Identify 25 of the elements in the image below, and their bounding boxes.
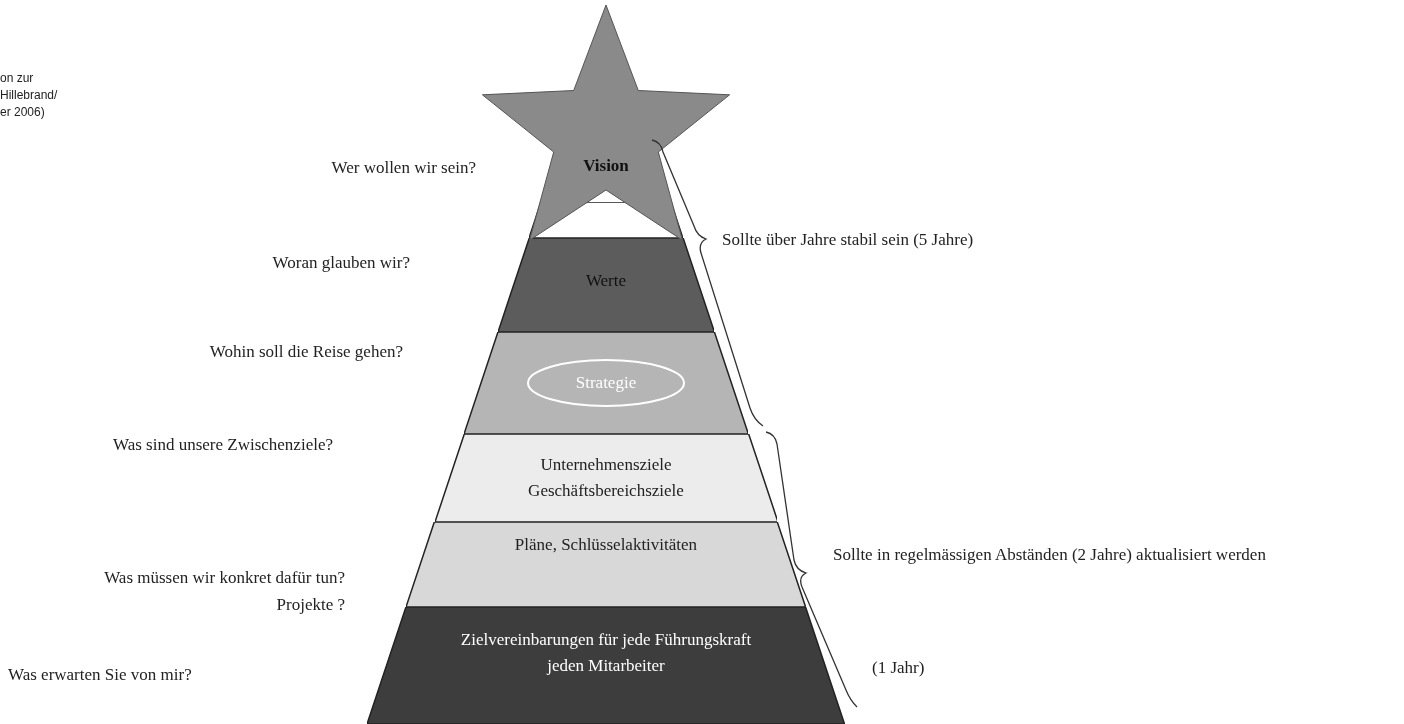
star-label: Vision: [583, 156, 629, 175]
note-text: Sollte über Jahre stabil sein (5 Jahre): [722, 229, 975, 251]
oval-outline: [526, 358, 686, 408]
question-text: Was müssen wir konkret dafür tun?: [103, 567, 345, 589]
pyramid-layer: [463, 332, 749, 434]
pyramid-layer: [406, 522, 806, 607]
layer-label: jeden Mitarbeiter: [547, 656, 665, 675]
pyramid-layer: [434, 434, 778, 522]
oval-label: Strategie: [575, 373, 637, 392]
question-text: Wohin soll die Reise gehen?: [208, 341, 403, 363]
pyramid-layer: [367, 607, 845, 724]
pyramid-layer: [497, 238, 715, 332]
layer-label: Zielvereinbarungen für jede Führungskraft: [460, 630, 752, 649]
layer-label: Unternehmensziele: [540, 455, 672, 474]
caption-text: on zur Hillebrand/ er 2006): [0, 70, 59, 121]
layer-label: Pläne, Schlüsselaktivitäten: [514, 535, 698, 554]
note-text: Sollte in regelmässigen Abständen (2 Jahre) aktualisiert werden: [833, 544, 1267, 566]
note-text: Was erwarten Sie von mir?: [8, 664, 193, 686]
layer-label: Geschäftsbereichsziele: [528, 481, 684, 500]
question-text: Woran glauben wir?: [271, 252, 410, 274]
question-text: Projekte ?: [275, 594, 345, 616]
note-text: (1 Jahr): [872, 657, 926, 679]
question-text: Wer wollen wir sein?: [330, 157, 476, 179]
layer-label: Werte: [585, 271, 627, 290]
question-text: Was sind unsere Zwischenziele?: [111, 434, 333, 456]
